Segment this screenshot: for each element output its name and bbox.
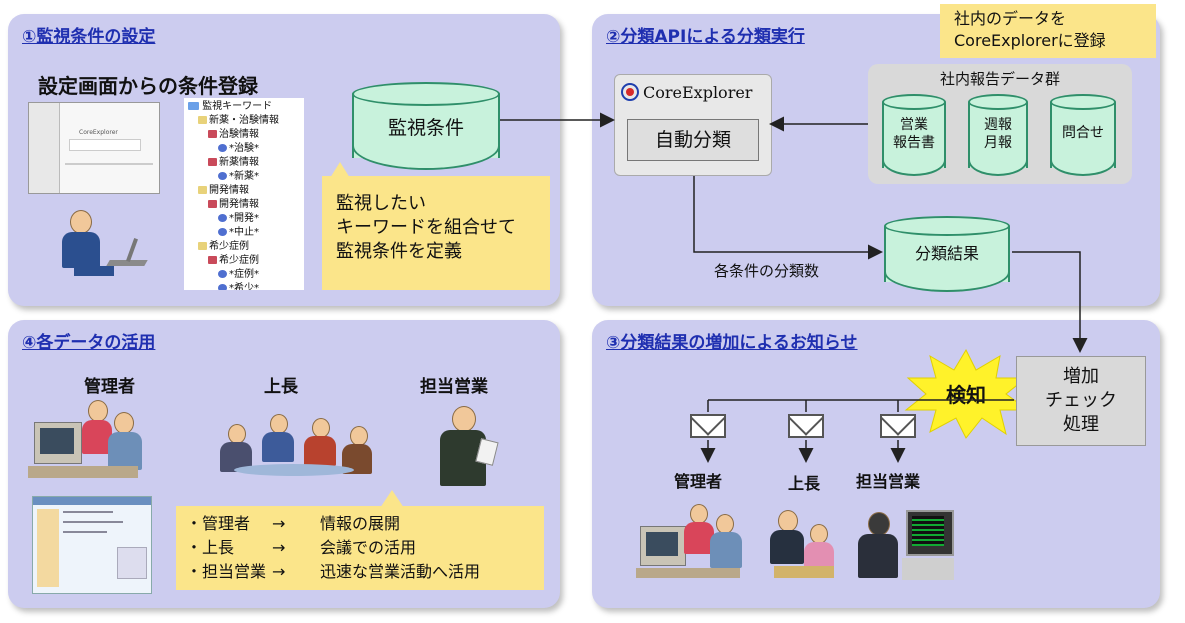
folder-icon <box>198 116 207 124</box>
tree-item: 新薬情報 <box>188 156 300 170</box>
tree-items: 新薬・治験情報治験情報*治験*新薬情報*新薬*開発情報開発情報*開発**中止*希… <box>188 114 300 290</box>
data-group-title: 社内報告データ群 <box>939 70 1060 88</box>
panel-title: ③分類結果の増加によるお知らせ <box>606 333 858 353</box>
internal-data-group: 社内報告データ群 営業 報告書 週報 月報 問合せ <box>868 64 1132 184</box>
mail-icon <box>690 414 726 438</box>
folder-icon <box>208 200 217 208</box>
panel-classification-api: ②分類APIによる分類実行 CoreExplorer 自動分類 社内報告データ群… <box>592 14 1160 306</box>
panel-data-usage: ④各データの活用 管理者 上長 担当営業 <box>8 320 560 608</box>
usage-note: ・管理者→情報の展開・上長→会議での活用・担当営業→迅速な営業活動へ活用 <box>176 506 544 590</box>
mail-icon <box>788 414 824 438</box>
monitor-condition-cylinder: 監視条件 <box>352 82 500 170</box>
coreexplorer-box: CoreExplorer 自動分類 <box>614 74 772 176</box>
tree-item: 希少症例 <box>188 240 300 254</box>
panel-notification: ③分類結果の増加によるお知らせ 管理者 上長 担当営業 検知 <box>592 320 1160 608</box>
tree-item: 開発情報 <box>188 198 300 212</box>
data-source-inquiries: 問合せ <box>1050 94 1116 176</box>
keyword-icon <box>218 270 227 278</box>
keyword-icon <box>218 284 227 290</box>
folder-icon <box>208 158 217 166</box>
result-label: 分類結果 <box>914 244 979 263</box>
sales-monitor-illustration <box>854 502 954 588</box>
usage-note-pointer <box>380 490 404 508</box>
recipient-sales-label: 担当営業 <box>856 472 921 491</box>
tree-item: *希少* <box>188 282 300 290</box>
folder-icon <box>208 130 217 138</box>
tree-item: 希少症例 <box>188 254 300 268</box>
admin-illustration <box>28 398 148 492</box>
keyword-tree: 監視キーワード 新薬・治験情報治験情報*治験*新薬情報*新薬*開発情報開発情報*… <box>184 98 304 290</box>
panel-title: ①監視条件の設定 <box>22 27 156 47</box>
manager-illustration <box>764 506 844 586</box>
usage-list: ・管理者→情報の展開・上長→会議での活用・担当営業→迅速な営業活動へ活用 <box>186 512 544 584</box>
admin-pc-illustration <box>636 502 744 594</box>
folder-icon <box>188 102 199 110</box>
role-admin-label: 管理者 <box>84 377 135 397</box>
sales-person-illustration <box>432 400 502 496</box>
role-sales-label: 担当営業 <box>420 377 488 397</box>
role-manager-label: 上長 <box>264 377 298 397</box>
count-label: 各条件の分類数 <box>714 262 820 280</box>
increase-check-process-box: 増加 チェック 処理 <box>1016 356 1146 446</box>
tree-item: 新薬・治験情報 <box>188 114 300 128</box>
tree-item: *新薬* <box>188 170 300 184</box>
settings-screen-thumbnail: CoreExplorer <box>28 102 160 194</box>
folder-icon <box>198 242 207 250</box>
tree-item: *開発* <box>188 212 300 226</box>
tree-item: *治験* <box>188 142 300 156</box>
keyword-icon <box>218 172 227 180</box>
cylinder-label: 監視条件 <box>387 117 464 139</box>
detect-label: 検知 <box>946 383 986 407</box>
coreexplorer-logo-text: CoreExplorer <box>643 83 753 102</box>
detect-burst: 検知 <box>904 348 1030 439</box>
app-screenshot-thumbnail <box>32 496 152 594</box>
data-source-weekly-monthly: 週報 月報 <box>968 94 1028 176</box>
usage-item: ・管理者→情報の展開 <box>186 514 401 533</box>
person-at-laptop-illustration <box>54 200 154 300</box>
tree-item: *症例* <box>188 268 300 282</box>
folder-icon <box>208 256 217 264</box>
usage-item: ・上長→会議での活用 <box>186 538 417 557</box>
burst-shape <box>904 348 1030 439</box>
recipient-manager-label: 上長 <box>788 474 821 493</box>
panel-monitor-settings: ①監視条件の設定 設定画面からの条件登録 CoreExplorer 監視キーワー… <box>8 14 560 306</box>
auto-classify-box: 自動分類 <box>627 119 759 161</box>
tree-item: 開発情報 <box>188 184 300 198</box>
keyword-icon <box>218 144 227 152</box>
tree-root: 監視キーワード <box>188 100 300 114</box>
folder-icon <box>198 186 207 194</box>
recipient-admin-label: 管理者 <box>674 472 723 491</box>
tree-item: *中止* <box>188 226 300 240</box>
meeting-illustration <box>214 410 374 490</box>
usage-item: ・担当営業→迅速な営業活動へ活用 <box>186 562 481 581</box>
note-pointer <box>330 162 350 178</box>
coreexplorer-logo-icon <box>621 83 639 101</box>
panel-title: ④各データの活用 <box>22 333 156 353</box>
condition-note: 監視したい キーワードを組合せて 監視条件を定義 <box>322 176 550 290</box>
thumbnail-title: CoreExplorer <box>79 129 118 136</box>
tree-item: 治験情報 <box>188 128 300 142</box>
panel-title: ②分類APIによる分類実行 <box>606 27 805 47</box>
register-data-callout: 社内のデータを CoreExplorerに登録 <box>940 4 1156 58</box>
data-source-sales-report: 営業 報告書 <box>882 94 946 176</box>
panel-subtitle: 設定画面からの条件登録 <box>38 74 258 98</box>
classification-result-cylinder: 分類結果 <box>884 216 1010 292</box>
keyword-icon <box>218 228 227 236</box>
mail-icon <box>880 414 916 438</box>
keyword-icon <box>218 214 227 222</box>
